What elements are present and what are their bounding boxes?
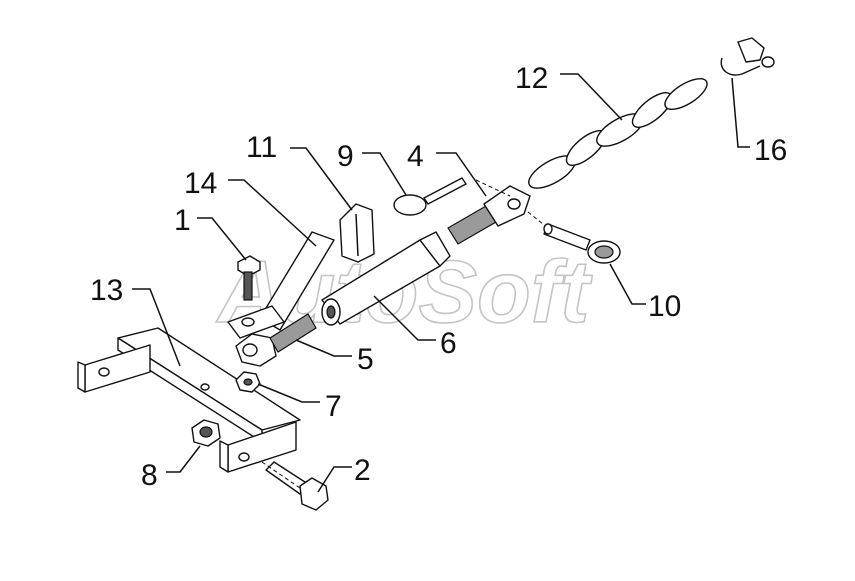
callout-1: 1: [174, 204, 191, 237]
leader-12: [560, 73, 623, 121]
part-10-pin: [543, 223, 621, 264]
part-13-crossbar: [77, 327, 301, 473]
part-11-clip: [339, 203, 375, 263]
callout-11: 11: [246, 131, 277, 164]
leader-6: [373, 295, 436, 341]
leader-1: [197, 217, 247, 261]
leader-7: [257, 383, 320, 403]
leader-16: [731, 77, 750, 148]
part-2-bolt: [261, 461, 329, 511]
leader-4: [436, 152, 487, 197]
part-7-nut: [235, 371, 261, 393]
part-5-screw: [235, 313, 317, 367]
leader-14: [228, 179, 317, 247]
callout-7: 7: [325, 390, 342, 423]
callout-13: 13: [90, 274, 123, 307]
part-16-shackle: [720, 37, 775, 76]
leader-13: [132, 288, 181, 367]
part-4-screw: [447, 179, 549, 245]
leader-9: [362, 152, 407, 196]
callout-4: 4: [407, 140, 424, 173]
part-6-tube: [321, 231, 451, 326]
callout-12: 12: [515, 62, 548, 95]
callout-2: 2: [354, 454, 371, 487]
leader-11: [290, 147, 353, 211]
callout-6: 6: [440, 327, 457, 360]
leader-lines: [132, 73, 750, 493]
callout-8: 8: [141, 459, 158, 492]
part-12-chain: [528, 78, 708, 189]
part-8-nut: [191, 419, 221, 447]
callout-16: 16: [754, 134, 787, 167]
leader-10: [609, 263, 646, 305]
callout-14: 14: [184, 167, 217, 200]
leader-8: [166, 445, 201, 473]
callout-10: 10: [648, 290, 681, 323]
part-9-ring-pin: [393, 177, 467, 216]
leader-5: [295, 339, 352, 357]
part-14-plate: [227, 231, 335, 339]
callout-labels: 1 2 4 5 6 7 8 9 10 11 12 13 14 16: [90, 62, 787, 492]
part-1-bolt: [237, 255, 261, 301]
callout-5: 5: [357, 343, 374, 376]
callout-9: 9: [337, 140, 354, 173]
leader-2: [317, 466, 352, 493]
